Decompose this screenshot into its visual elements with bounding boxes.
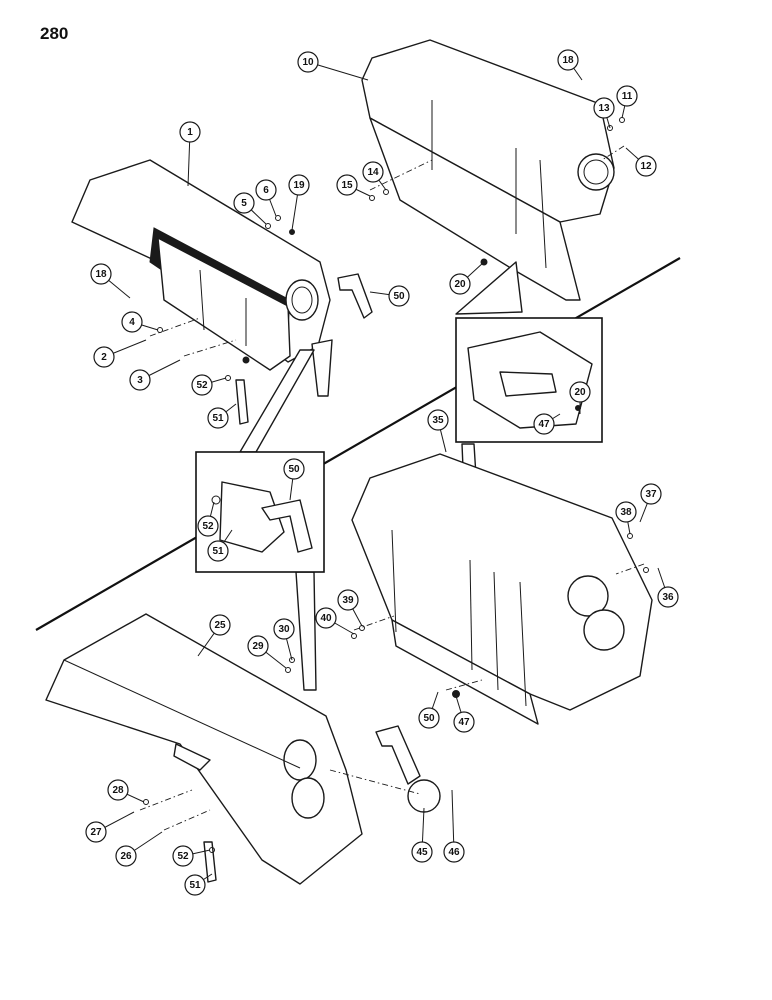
callout-layer: 1234561011121314151818192020252627282930… (85, 49, 679, 896)
callout-label-c25: 25 (214, 620, 226, 631)
callout-c50b: 50 (283, 458, 305, 480)
callout-label-c28: 28 (112, 785, 124, 796)
callout-c3: 3 (129, 369, 151, 391)
callout-c27: 27 (85, 821, 107, 843)
callout-label-c47b: 47 (538, 419, 550, 430)
callout-c30: 30 (273, 618, 295, 640)
callout-c6: 6 (255, 179, 277, 201)
callout-c20b: 20 (569, 381, 591, 403)
callout-label-c4: 4 (129, 317, 135, 328)
callout-c45: 45 (411, 841, 433, 863)
callout-label-c3: 3 (137, 375, 143, 386)
callout-label-c50c: 50 (423, 713, 435, 724)
inset-detail-middle (195, 349, 325, 691)
callout-c52a: 52 (191, 374, 213, 396)
bezel-ring-part-45 (407, 779, 441, 813)
callout-c52b: 52 (197, 515, 219, 537)
callout-c51b: 51 (207, 540, 229, 562)
callout-c20a: 20 (449, 273, 471, 295)
callout-c40: 40 (315, 607, 337, 629)
callout-label-c29: 29 (252, 641, 264, 652)
callout-label-c30: 30 (278, 624, 290, 635)
strap-part-51-upper (235, 379, 249, 425)
callout-label-c20a: 20 (454, 279, 466, 290)
callout-label-c1: 1 (187, 127, 193, 138)
callout-c50a: 50 (388, 285, 410, 307)
callout-c11: 11 (616, 85, 638, 107)
callout-label-c39: 39 (342, 595, 354, 606)
callout-label-c18b: 18 (95, 269, 107, 280)
callout-c25: 25 (209, 614, 231, 636)
callout-label-c51a: 51 (212, 413, 224, 424)
callout-label-c38: 38 (620, 507, 632, 518)
callout-label-c36: 36 (662, 592, 674, 603)
fender-part-35 (351, 453, 653, 725)
fender-part-25 (45, 613, 363, 885)
callout-c36: 36 (657, 586, 679, 608)
callout-label-c20b: 20 (574, 387, 586, 398)
callout-label-c11: 11 (622, 91, 633, 102)
callout-label-c45: 45 (416, 847, 428, 858)
callout-c47a: 47 (453, 711, 475, 733)
handle-part-50-lower (375, 725, 421, 785)
callout-label-c47a: 47 (458, 717, 470, 728)
callout-c47b: 47 (533, 413, 555, 435)
callout-label-c50b: 50 (288, 464, 300, 475)
callout-label-c46: 46 (448, 847, 460, 858)
page-number: 280 (40, 24, 69, 43)
fender-part-10 (361, 39, 615, 301)
callout-c28: 28 (107, 779, 129, 801)
callout-label-c19: 19 (293, 180, 305, 191)
callout-c5: 5 (233, 192, 255, 214)
callout-c39: 39 (337, 589, 359, 611)
callout-label-c26: 26 (120, 851, 132, 862)
callout-label-c51c: 51 (189, 880, 201, 891)
assembly-lines (139, 145, 645, 831)
callout-c50c: 50 (418, 707, 440, 729)
callout-c19: 19 (288, 174, 310, 196)
callout-label-c52c: 52 (177, 851, 189, 862)
callout-c15: 15 (336, 174, 358, 196)
callout-c12: 12 (635, 155, 657, 177)
callout-label-c37: 37 (645, 489, 657, 500)
callout-c46: 46 (443, 841, 465, 863)
callout-c51a: 51 (207, 407, 229, 429)
callout-label-c15: 15 (341, 180, 353, 191)
callout-label-c35: 35 (432, 415, 444, 426)
callout-label-c18a: 18 (562, 55, 574, 66)
callout-c29: 29 (247, 635, 269, 657)
callout-label-c27: 27 (90, 827, 102, 838)
callout-c35: 35 (427, 409, 449, 431)
callout-label-c40: 40 (320, 613, 332, 624)
callout-label-c5: 5 (241, 198, 247, 209)
callout-label-c52b: 52 (202, 521, 214, 532)
callout-label-c6: 6 (263, 185, 269, 196)
callout-label-c12: 12 (640, 161, 652, 172)
callout-c52c: 52 (172, 845, 194, 867)
callout-c26: 26 (115, 845, 137, 867)
callout-c4: 4 (121, 311, 143, 333)
callout-label-c50a: 50 (393, 291, 405, 302)
callout-c51c: 51 (184, 874, 206, 896)
fender-part-1 (71, 159, 333, 397)
callout-label-c13: 13 (598, 103, 610, 114)
callout-c13: 13 (593, 97, 615, 119)
callout-c10: 10 (297, 51, 319, 73)
callout-c1: 1 (179, 121, 201, 143)
callout-c38: 38 (615, 501, 637, 523)
callout-c14: 14 (362, 161, 384, 183)
callout-label-c52a: 52 (196, 380, 208, 391)
callout-c18b: 18 (90, 263, 112, 285)
callout-label-c2: 2 (101, 352, 107, 363)
callout-c37: 37 (640, 483, 662, 505)
callout-c2: 2 (93, 346, 115, 368)
callout-label-c51b: 51 (212, 546, 224, 557)
callout-c18a: 18 (557, 49, 579, 71)
callout-label-c14: 14 (367, 167, 379, 178)
callout-label-c10: 10 (302, 57, 314, 68)
handle-part-50-upper (337, 273, 373, 319)
hardware-fasteners (143, 117, 649, 853)
